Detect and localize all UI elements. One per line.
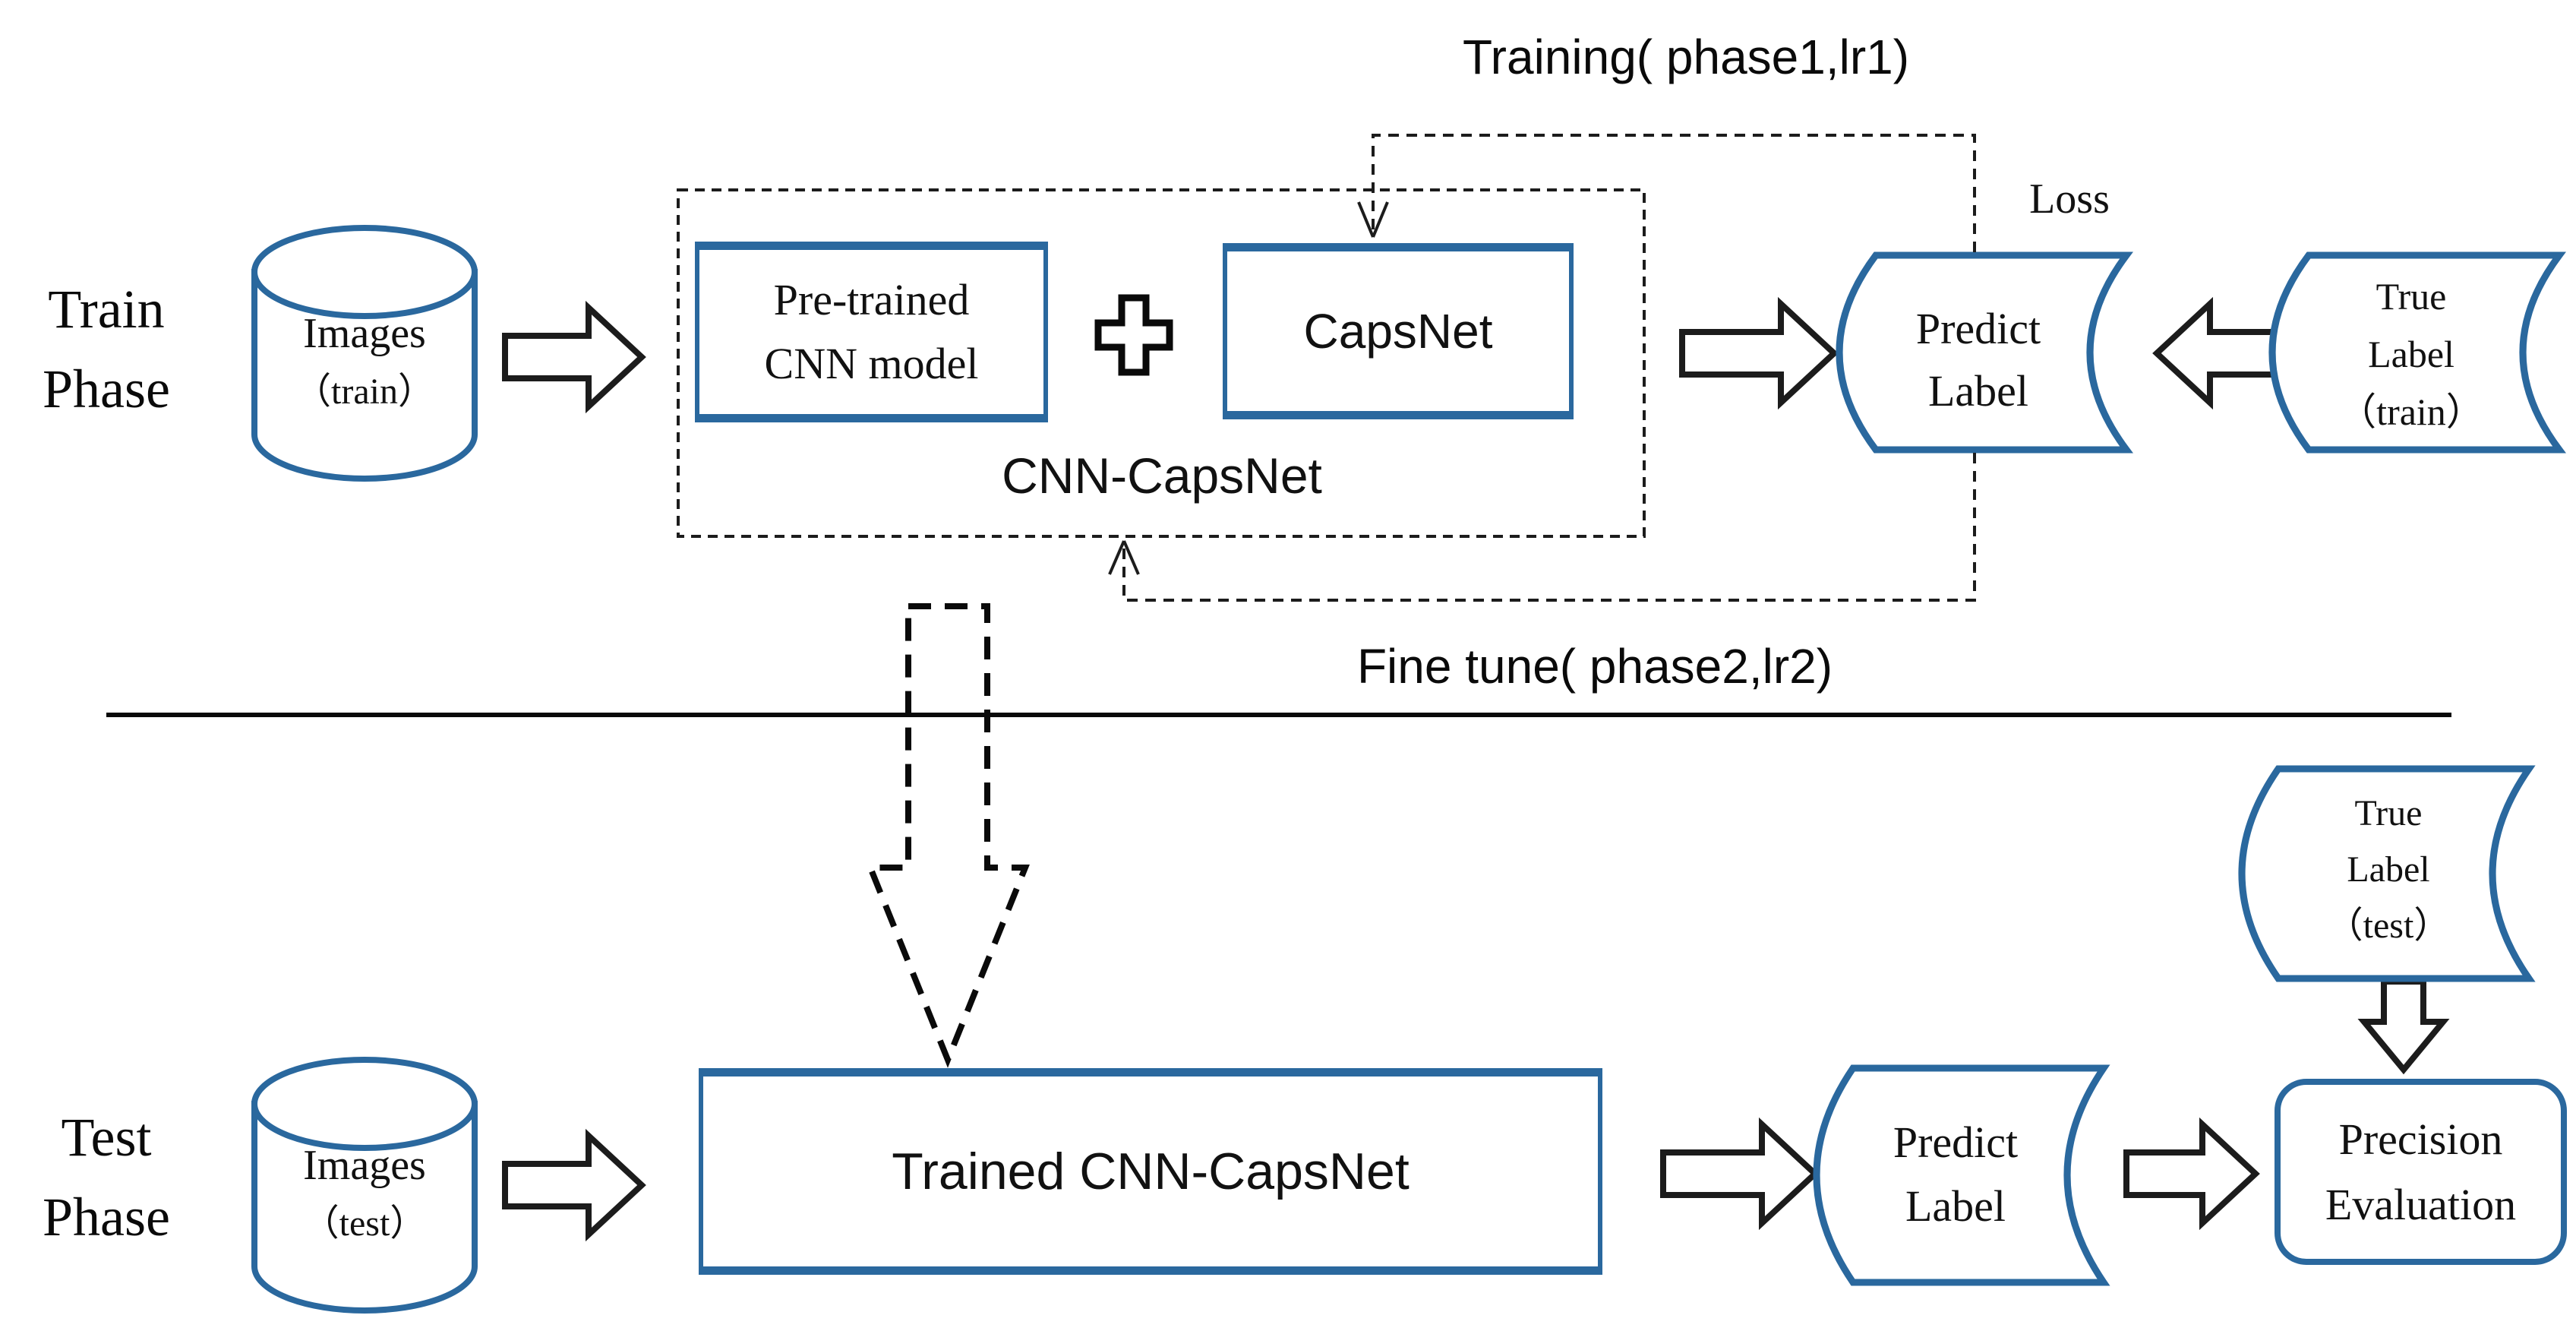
pretrained-box-line2: CNN model — [764, 339, 979, 388]
pretrained-box-line1: Pre-trained — [773, 275, 970, 324]
predict-train-line2: Label — [1927, 366, 2029, 416]
arrow-predict-to-precision-icon — [2123, 1117, 2260, 1231]
precision-evaluation-box: Precision Evaluation — [2275, 1079, 2567, 1265]
true-train-line1: True — [2376, 275, 2447, 318]
pretrained-cnn-model-box: Pre-trained CNN model — [695, 242, 1048, 422]
arrow-train-images-to-model-icon — [502, 300, 646, 414]
images-train-line1: Images — [303, 310, 426, 357]
true-label-train-shape — [2268, 251, 2566, 454]
test-phase-title: Test Phase — [8, 1098, 205, 1257]
test-phase-title-line2: Phase — [43, 1187, 170, 1247]
deploy-model-dashed-arrow-icon — [866, 603, 1030, 1068]
fine-tune-loop-path — [1108, 453, 1976, 602]
fine-tune-loop-label: Fine tune( phase2,lr2) — [1356, 639, 1833, 694]
true-label-train-text: True Label （train） — [2297, 267, 2525, 441]
predict-label-test-shape — [1813, 1064, 2110, 1286]
capsnet-box-label: CapsNet — [1303, 304, 1493, 359]
images-test-db-label: Images （test） — [266, 1134, 463, 1251]
cnn-capsnet-group-dashed-box — [677, 188, 1646, 538]
trained-box-label: Trained CNN-CapsNet — [892, 1143, 1410, 1200]
trained-cnn-capsnet-box: Trained CNN-CapsNet — [699, 1068, 1602, 1275]
predict-train-line1: Predict — [1915, 304, 2041, 353]
true-train-line3: （train） — [2338, 390, 2484, 433]
predict-test-line1: Predict — [1893, 1118, 2019, 1167]
images-train-db-label: Images （train） — [266, 302, 463, 419]
precision-box-line1: Precision — [2338, 1114, 2503, 1164]
test-phase-title-line1: Test — [61, 1107, 152, 1168]
images-test-cylinder-icon — [251, 1057, 478, 1314]
images-test-line2: （test） — [302, 1203, 427, 1244]
loss-label: Loss — [2029, 175, 2110, 223]
arrow-test-images-to-model-icon — [502, 1128, 646, 1242]
train-phase-title: Train Phase — [8, 270, 205, 429]
images-train-line2: （train） — [295, 371, 434, 412]
predict-label-train-text: Predict Label — [1864, 298, 2092, 422]
arrow-truelabel-to-predict-icon — [2152, 296, 2289, 410]
training-loop-path — [1357, 134, 1976, 252]
true-label-test-text: True Label （test） — [2275, 786, 2502, 954]
true-train-line2: Label — [2368, 333, 2454, 375]
true-test-line3: （test） — [2326, 906, 2451, 946]
true-test-line1: True — [2354, 793, 2423, 833]
arrow-truelabel-to-precision-icon — [2357, 978, 2450, 1075]
training-loop-label: Training( phase1,lr1) — [1462, 30, 1910, 84]
predict-label-train-shape — [1836, 251, 2133, 454]
images-test-line1: Images — [303, 1142, 426, 1189]
true-test-line2: Label — [2347, 849, 2430, 890]
capsnet-box: CapsNet — [1223, 243, 1574, 419]
train-phase-title-line2: Phase — [43, 359, 170, 419]
true-label-test-shape — [2238, 765, 2536, 982]
arrow-trained-to-predict-icon — [1660, 1117, 1820, 1231]
predict-test-line2: Label — [1905, 1181, 2006, 1231]
predict-label-test-text: Predict Label — [1842, 1111, 2069, 1238]
train-phase-title-line1: Train — [48, 279, 165, 340]
plus-icon — [1094, 294, 1173, 376]
arrow-model-to-predict-icon — [1679, 296, 1839, 410]
precision-box-line2: Evaluation — [2325, 1179, 2517, 1229]
images-train-cylinder-icon — [251, 225, 478, 482]
cnn-capsnet-group-label: CNN-CapsNet — [1002, 447, 1322, 504]
